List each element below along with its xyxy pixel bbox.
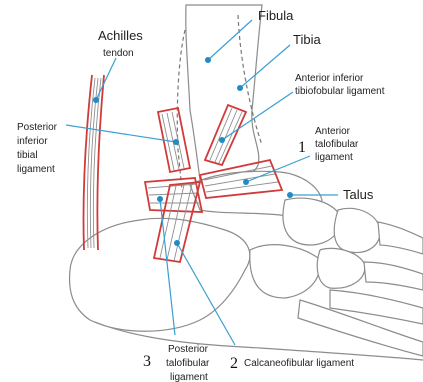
- leader-achilles: [96, 58, 116, 100]
- label-talus: Talus: [343, 187, 374, 202]
- metatarsal-2: [364, 262, 423, 290]
- label-ptf-3: ligament: [170, 372, 208, 382]
- label-pit-2: inferior: [17, 136, 48, 147]
- cuboid-bone: [250, 245, 320, 298]
- cuneiform-bone: [334, 208, 380, 252]
- dot-fibula: [205, 57, 211, 63]
- navicular-bone: [283, 198, 341, 245]
- number-1: 1: [298, 139, 306, 156]
- dot-aitf: [219, 137, 225, 143]
- label-fibula: Fibula: [258, 8, 294, 23]
- label-achilles-2: tendon: [103, 48, 134, 59]
- label-pit: Posterior: [17, 122, 58, 133]
- dot-calcaneofibular: [174, 240, 180, 246]
- dot-ptf: [157, 196, 163, 202]
- number-2: 2: [230, 355, 238, 372]
- tibia-bone: [186, 5, 262, 185]
- dot-pit: [173, 139, 179, 145]
- dot-tibia: [237, 85, 243, 91]
- label-achilles: Achilles: [98, 28, 143, 43]
- label-aitf: Anterior inferior: [295, 73, 364, 84]
- label-atf-2: talofibular: [315, 139, 359, 150]
- number-3: 3: [143, 353, 151, 370]
- label-tibia: Tibia: [293, 32, 321, 47]
- dot-talus: [287, 192, 293, 198]
- dot-atf: [243, 179, 249, 185]
- label-aitf-2: tibiofobular ligament: [295, 86, 385, 97]
- leader-pit: [66, 125, 176, 142]
- cuneiform-bone-2: [317, 248, 365, 288]
- label-ptf-2: talofibular: [166, 358, 210, 369]
- label-pit-3: tibial: [17, 150, 38, 161]
- label-atf-3: ligament: [315, 152, 353, 163]
- metatarsal-1: [378, 222, 423, 254]
- dot-achilles: [93, 97, 99, 103]
- label-pit-4: ligament: [17, 164, 55, 175]
- label-calcaneofibular: Calcaneofibular ligament: [244, 358, 354, 369]
- label-ptf: Posterior: [168, 344, 209, 355]
- label-atf: Anterior: [315, 126, 351, 137]
